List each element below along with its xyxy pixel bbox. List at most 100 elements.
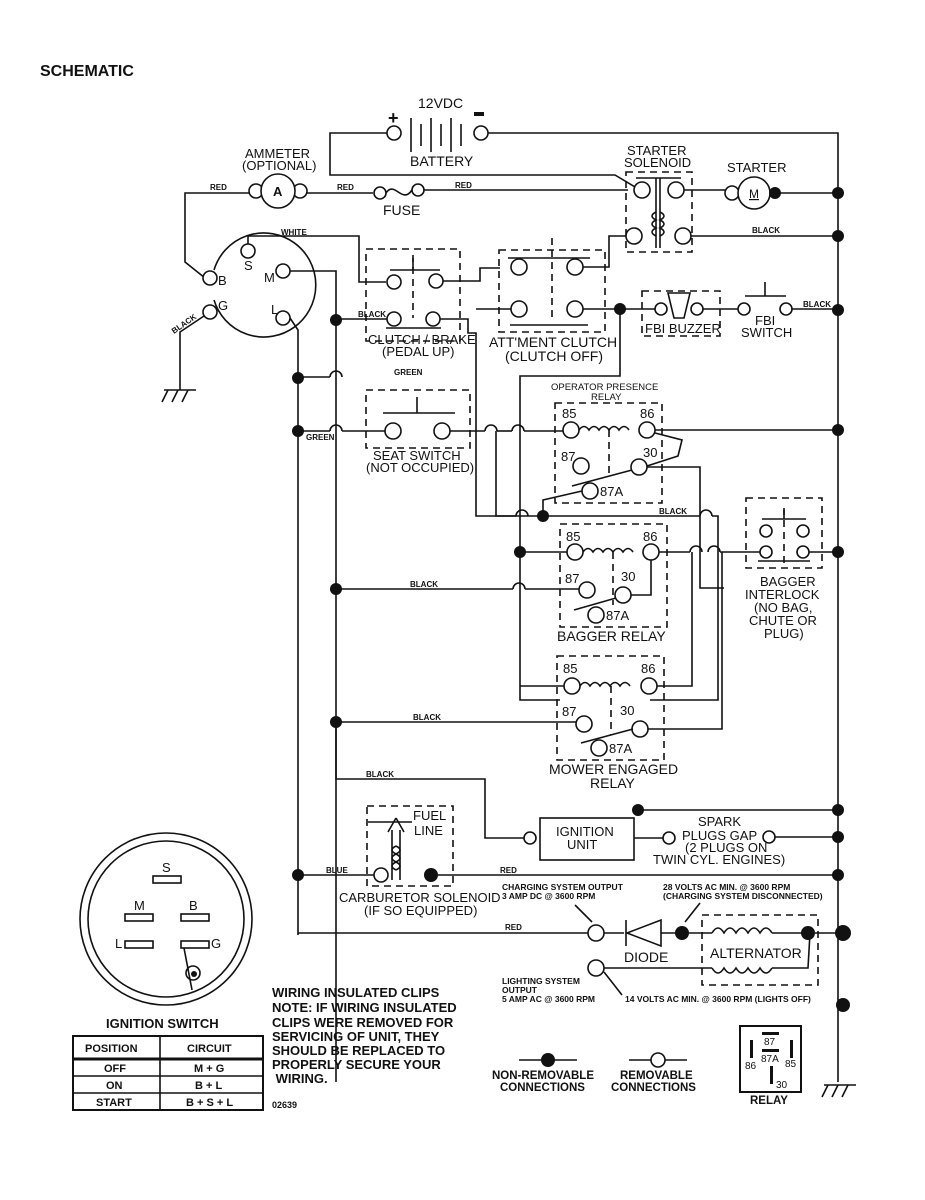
alternator-label: ALTERNATOR — [710, 945, 802, 961]
wire-ammeter-to-b — [184, 192, 249, 283]
relay-coil-icon — [578, 425, 630, 432]
attachment-clutch-label-1: ATT'MENT CLUTCH — [489, 334, 617, 350]
ign-terminal-m: M — [264, 270, 275, 285]
spark-plugs-label-1: SPARK — [698, 814, 741, 829]
relay-pinout-legend: 87 87A 86 85 30 RELAY — [739, 1025, 802, 1107]
ign-terminal-s: S — [244, 258, 253, 273]
spark-plugs-label-4: TWIN CYL. ENGINES) — [653, 852, 785, 867]
mower-relay-label-1: MOWER ENGAGED — [549, 761, 678, 777]
wire-g-ground — [179, 315, 205, 390]
open-circle-icon — [650, 1052, 666, 1068]
opr-pin-87: 87 — [561, 449, 575, 464]
bagger-relay: 85 86 87 30 87A BAGGER RELAY — [557, 523, 668, 644]
charging-volts-label-1: 28 VOLTS AC MIN. @ 3600 RPM — [663, 882, 790, 892]
fuel-valve-icon — [387, 817, 405, 880]
bagger-pin-30: 30 — [621, 569, 635, 584]
wire-label-black: BLACK — [413, 713, 441, 722]
table-cell: START — [96, 1097, 132, 1109]
table-row: ON B + L — [106, 1080, 222, 1092]
mower-pin-85: 85 — [563, 661, 577, 676]
lights-off-label: 14 VOLTS AC MIN. @ 3600 RPM (LIGHTS OFF) — [625, 994, 811, 1004]
wire-att-clutch — [519, 308, 621, 701]
schematic-title: SCHEMATIC — [40, 63, 134, 80]
ignition-switch-detail: S M B L G IGNITION SWITCH — [79, 832, 253, 1031]
ammeter-symbol: A — [273, 184, 283, 199]
bagger-interlock-label-2: INTERLOCK — [745, 587, 820, 602]
opr-pin-30: 30 — [643, 445, 657, 460]
mower-pin-30: 30 — [620, 703, 634, 718]
wire-m — [290, 270, 337, 1082]
ignition-unit-label-2: UNIT — [567, 837, 597, 852]
motor-symbol: M — [749, 187, 759, 201]
operator-presence-relay: OPERATOR PRESENCE RELAY 85 86 87 30 87A — [551, 382, 663, 504]
bagger-pin-87a: 87A — [606, 608, 629, 623]
opr-pin-85: 85 — [562, 406, 576, 421]
bagger-pin-85: 85 — [566, 529, 580, 544]
ammeter-label-1: AMMETER — [245, 146, 310, 161]
table-cell: ON — [106, 1080, 123, 1092]
note-line: WIRING. — [272, 1071, 328, 1086]
battery: 12VDC + BATTERY — [386, 95, 489, 169]
solenoid-coil-icon — [391, 845, 401, 871]
mower-pin-86: 86 — [641, 661, 655, 676]
filled-dot-icon — [541, 1053, 555, 1067]
note-code: 02639 — [272, 1100, 297, 1110]
ignition-switch-title: IGNITION SWITCH — [106, 1016, 219, 1031]
bagger-pin-86: 86 — [643, 529, 657, 544]
mower-pin-87: 87 — [562, 704, 576, 719]
table-cell: B + S + L — [186, 1097, 233, 1109]
charging-output-label-2: 3 AMP DC @ 3600 RPM — [502, 891, 595, 901]
legend-label: CONNECTIONS — [500, 1082, 585, 1094]
starter-solenoid-label-2: SOLENOID — [624, 155, 691, 170]
bagger-interlock-label-4: CHUTE OR — [749, 613, 817, 628]
charging-system: CHARGING SYSTEM OUTPUT 3 AMP DC @ 3600 R… — [502, 882, 823, 1004]
alternator-coil-icon — [711, 927, 773, 935]
relay-coil-icon — [579, 681, 631, 688]
lighting-label-3: 5 AMP AC @ 3600 RPM — [502, 994, 595, 1004]
wire-white — [247, 235, 386, 283]
ign-terminal-g: G — [218, 298, 228, 313]
ign-terminal-b: B — [218, 273, 227, 288]
wire-label-black: BLACK — [752, 226, 780, 235]
fbi-buzzer: FBI BUZZER — [641, 290, 721, 337]
ammeter-icon — [260, 173, 296, 209]
fuse-label: FUSE — [383, 202, 420, 218]
note-line: SERVICING OF UNIT, THEY — [272, 1029, 440, 1044]
relay-pin-85: 85 — [785, 1059, 797, 1070]
spark-plugs-label-2: PLUGS GAP — [682, 828, 757, 843]
wire-label-black: BLACK — [170, 312, 198, 336]
ground-icon — [821, 1084, 856, 1098]
legend-non-removable: NON-REMOVABLE CONNECTIONS — [492, 1053, 594, 1094]
wire-label-red: RED — [500, 866, 517, 875]
wire-battery-positive — [329, 132, 641, 191]
clutch-brake-label-2: (PEDAL UP) — [382, 344, 454, 359]
starter-solenoid: STARTER SOLENOID — [624, 143, 693, 253]
ign-terminal-l: L — [271, 302, 278, 317]
arrow-icon — [603, 971, 623, 996]
ign-detail-s: S — [162, 860, 171, 875]
buzzer-icon — [666, 292, 692, 319]
wire-label-green: GREEN — [394, 368, 423, 377]
relay-pin-30: 30 — [776, 1080, 788, 1091]
fbi-switch-label-1: FBI — [755, 313, 775, 328]
wire-label-black: BLACK — [410, 580, 438, 589]
battery-plus-icon: + — [388, 108, 399, 128]
note-line: PROPERLY SECURE YOUR — [272, 1057, 441, 1072]
spark-plugs-label-3: (2 PLUGS ON — [685, 840, 767, 855]
clutch-brake-switch: CLUTCH / BRAKE (PEDAL UP) — [365, 248, 476, 359]
table-row: START B + S + L — [96, 1097, 233, 1109]
seat-switch: SEAT SWITCH (NOT OCCUPIED) — [365, 389, 474, 475]
wire-ground-bus — [488, 132, 839, 1082]
fuel-line-label-2: LINE — [414, 823, 443, 838]
table-cell: B + L — [195, 1080, 222, 1092]
starter-label: STARTER — [727, 160, 786, 175]
relay-pin-87: 87 — [764, 1037, 776, 1048]
wire-label-black: BLACK — [366, 770, 394, 779]
battery-positive-terminal — [386, 125, 402, 141]
wire-label-white: WHITE — [281, 228, 307, 237]
table-row: OFF M + G — [104, 1063, 224, 1075]
note-line: NOTE: IF WIRING INSULATED — [272, 1000, 457, 1015]
wire-label-black: BLACK — [358, 310, 386, 319]
relay-coil-icon — [582, 547, 634, 554]
mower-engaged-relay: 85 86 87 30 87A MOWER ENGAGED RELAY — [549, 655, 678, 791]
